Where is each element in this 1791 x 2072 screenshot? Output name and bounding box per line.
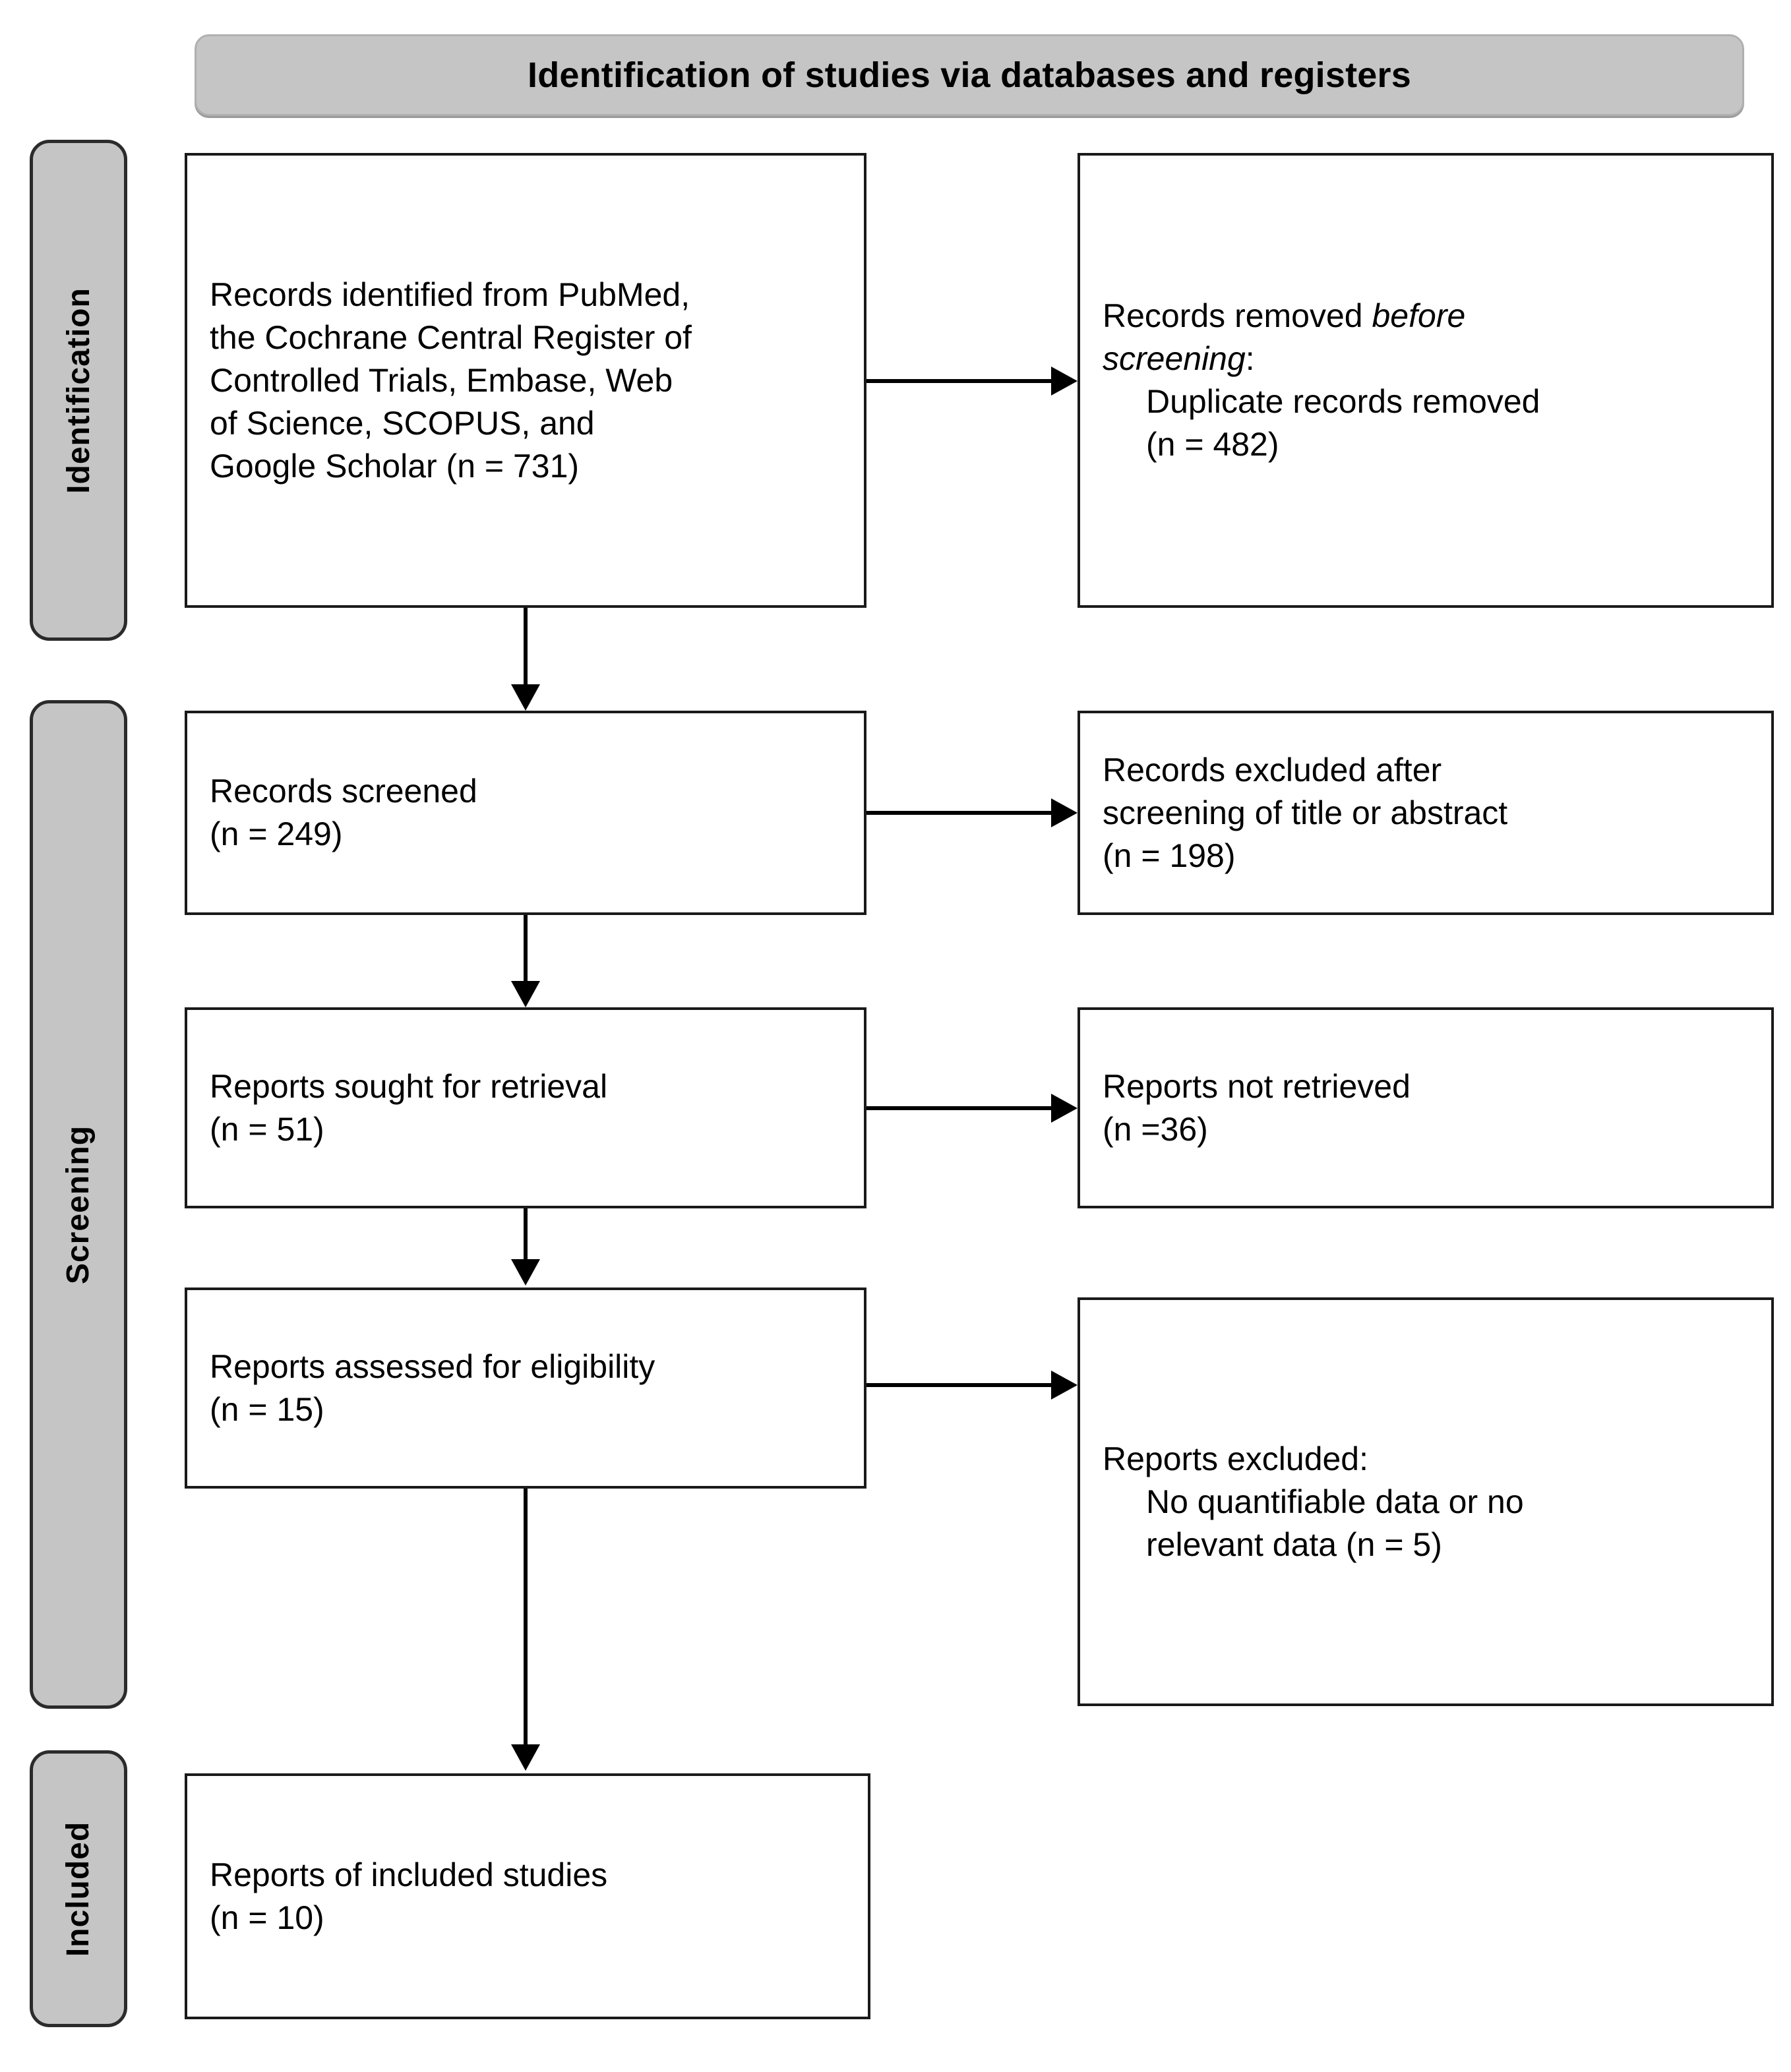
records-removed-line-1: Records removed before bbox=[1103, 295, 1749, 338]
box-reports-sought-for-retrieval: Reports sought for retrieval (n = 51) bbox=[185, 1007, 866, 1208]
arrowhead-identified-to-removed bbox=[1051, 367, 1078, 396]
records-screened-line-2: (n = 249) bbox=[210, 815, 343, 852]
stage-label-identification: Identification bbox=[30, 140, 127, 641]
diagram-header-banner: Identification of studies via databases … bbox=[195, 34, 1744, 116]
box-reports-assessed-text: Reports assessed for eligibility (n = 15… bbox=[187, 1346, 864, 1431]
box-reports-assessed-for-eligibility: Reports assessed for eligibility (n = 15… bbox=[185, 1288, 866, 1489]
arrowhead-sought-to-assessed bbox=[511, 1259, 540, 1286]
reports-excluded-line-1: Reports excluded: bbox=[1103, 1440, 1369, 1477]
records-removed-line-2-italic: screening bbox=[1103, 340, 1246, 377]
stage-label-included-text: Included bbox=[61, 1821, 96, 1957]
records-removed-line-3: Duplicate records removed bbox=[1146, 383, 1540, 420]
stage-label-screening-text: Screening bbox=[61, 1125, 96, 1284]
box-reports-of-included-studies: Reports of included studies (n = 10) bbox=[185, 1773, 870, 2019]
connector-identified-to-screened bbox=[524, 608, 528, 687]
connector-assessed-to-excluded bbox=[866, 1383, 1052, 1387]
arrowhead-sought-to-not-retrieved bbox=[1051, 1094, 1078, 1123]
reports-not-retrieved-line-2: (n =36) bbox=[1103, 1110, 1208, 1148]
reports-sought-line-2: (n = 51) bbox=[210, 1110, 324, 1148]
records-excluded-line-1: Records excluded after bbox=[1103, 751, 1442, 788]
connector-sought-to-not-retrieved bbox=[866, 1106, 1052, 1110]
reports-assessed-line-2: (n = 15) bbox=[210, 1390, 324, 1428]
records-identified-line-1: Records identified from PubMed, bbox=[210, 276, 690, 313]
stage-label-identification-text: Identification bbox=[61, 287, 96, 494]
included-studies-line-1: Reports of included studies bbox=[210, 1856, 608, 1893]
box-records-screened: Records screened (n = 249) bbox=[185, 711, 866, 915]
reports-excluded-line-2: No quantifiable data or no bbox=[1146, 1483, 1524, 1520]
box-reports-not-retrieved: Reports not retrieved (n =36) bbox=[1078, 1007, 1774, 1208]
records-removed-line-4: (n = 482) bbox=[1146, 426, 1279, 463]
records-identified-line-2: the Cochrane Central Register of bbox=[210, 318, 692, 356]
connector-assessed-to-included bbox=[524, 1489, 528, 1747]
records-excluded-line-2: screening of title or abstract bbox=[1103, 794, 1508, 831]
records-identified-line-5: Google Scholar (n = 731) bbox=[210, 447, 580, 485]
arrowhead-screened-to-sought bbox=[511, 981, 540, 1007]
records-removed-line-1-italic: before bbox=[1372, 297, 1466, 334]
box-included-studies-text: Reports of included studies (n = 10) bbox=[187, 1854, 868, 1939]
stage-label-screening: Screening bbox=[30, 700, 127, 1709]
records-removed-line-2: screening: bbox=[1103, 338, 1749, 380]
arrowhead-screened-to-excluded bbox=[1051, 798, 1078, 827]
box-reports-excluded: Reports excluded: No quantifiable data o… bbox=[1078, 1297, 1774, 1706]
box-reports-excluded-text: Reports excluded: No quantifiable data o… bbox=[1080, 1438, 1771, 1566]
reports-excluded-line-3: relevant data (n = 5) bbox=[1146, 1525, 1442, 1563]
records-removed-line-1-prefix: Records removed bbox=[1103, 297, 1372, 334]
box-records-identified: Records identified from PubMed, the Coch… bbox=[185, 153, 866, 608]
box-records-excluded-after-screening: Records excluded after screening of titl… bbox=[1078, 711, 1774, 915]
box-reports-not-retrieved-text: Reports not retrieved (n =36) bbox=[1080, 1065, 1771, 1151]
arrowhead-assessed-to-excluded bbox=[1051, 1371, 1078, 1400]
box-records-screened-text: Records screened (n = 249) bbox=[187, 770, 864, 856]
box-reports-sought-text: Reports sought for retrieval (n = 51) bbox=[187, 1065, 864, 1151]
records-screened-line-1: Records screened bbox=[210, 773, 477, 810]
box-records-excluded-text: Records excluded after screening of titl… bbox=[1080, 749, 1771, 877]
connector-screened-to-sought bbox=[524, 915, 528, 985]
reports-assessed-line-1: Reports assessed for eligibility bbox=[210, 1347, 655, 1385]
arrowhead-assessed-to-included bbox=[511, 1744, 540, 1771]
box-records-removed-text: Records removed before screening: Duplic… bbox=[1080, 295, 1771, 466]
connector-sought-to-assessed bbox=[524, 1208, 528, 1262]
connector-screened-to-excluded bbox=[866, 811, 1052, 815]
stage-label-included: Included bbox=[30, 1750, 127, 2027]
box-records-removed-before-screening: Records removed before screening: Duplic… bbox=[1078, 153, 1774, 608]
included-studies-line-2: (n = 10) bbox=[210, 1899, 324, 1936]
connector-identified-to-removed bbox=[866, 379, 1052, 383]
arrowhead-identified-to-screened bbox=[511, 684, 540, 711]
reports-not-retrieved-line-1: Reports not retrieved bbox=[1103, 1067, 1411, 1105]
records-excluded-line-3: (n = 198) bbox=[1103, 837, 1236, 874]
diagram-title: Identification of studies via databases … bbox=[528, 55, 1411, 95]
box-records-identified-text: Records identified from PubMed, the Coch… bbox=[187, 274, 864, 488]
records-identified-line-3: Controlled Trials, Embase, Web bbox=[210, 361, 673, 399]
records-removed-line-2-colon: : bbox=[1245, 340, 1255, 377]
records-identified-line-4: of Science, SCOPUS, and bbox=[210, 404, 595, 442]
reports-sought-line-1: Reports sought for retrieval bbox=[210, 1067, 608, 1105]
